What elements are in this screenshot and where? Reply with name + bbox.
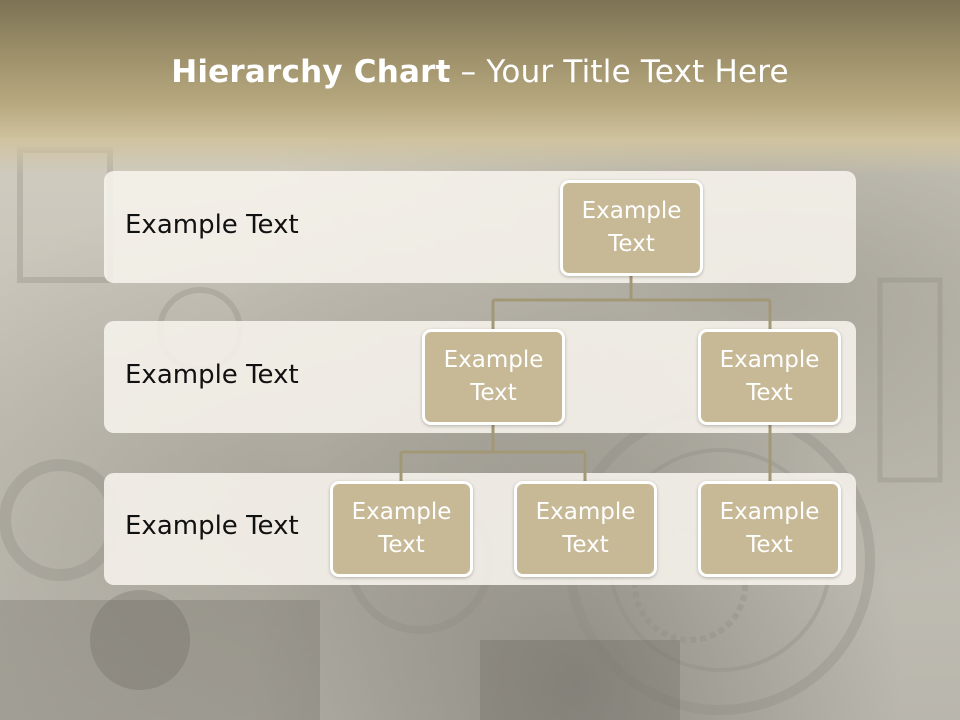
node-level3-b[interactable]: Example Text [514,481,657,577]
slide-title: Hierarchy Chart – Your Title Text Here [0,54,960,90]
slide-title-bold: Hierarchy Chart [171,54,451,90]
node-level3-c[interactable]: Example Text [698,481,841,577]
node-level3-c-text: Example Text [719,499,820,558]
level-label-1: Example Text [125,210,299,240]
node-level3-b-text: Example Text [535,499,636,558]
node-level2-right-text: Example Text [719,347,820,406]
node-level3-a-text: Example Text [351,499,452,558]
node-root-text: Example Text [581,198,682,257]
node-level2-right[interactable]: Example Text [698,329,841,425]
node-level2-left[interactable]: Example Text [422,329,565,425]
level-label-3: Example Text [125,511,299,541]
level-label-2: Example Text [125,360,299,390]
header-band [0,0,960,175]
node-root[interactable]: Example Text [560,180,703,276]
node-level3-a[interactable]: Example Text [330,481,473,577]
node-level2-left-text: Example Text [443,347,544,406]
level-band-1 [104,171,856,283]
slide-title-rest: – Your Title Text Here [450,54,789,90]
